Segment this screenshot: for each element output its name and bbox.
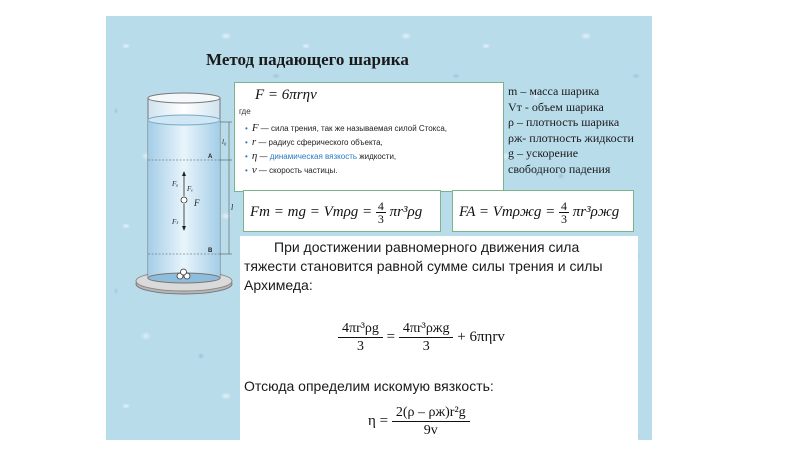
stokes-definitions: •F — сила трения, так же называемая сило… [245,121,447,177]
legend-line: ρж- плотность жидкости [508,130,634,145]
stokes-where: где [239,107,251,116]
legend-line: свободного падения [508,161,611,176]
list-item: •v — скорость частицы. [245,164,338,176]
label-l: l [231,203,234,212]
variable-legend: m – масса шарика Vт - объем шарика ρ – п… [508,84,652,177]
ball [180,196,188,204]
stokes-law-box: F = 6πrηv где •F — сила трения, так же н… [234,82,504,192]
label-f: F [193,198,200,208]
viscosity-link[interactable]: динамическая вязкость [269,152,358,161]
label-b: B [208,248,213,254]
label-a: A [208,154,213,160]
cylinder-illustration: l₀ l A B Fₐ Fₑ F Fₜ [135,92,234,295]
list-item: •r — радиус сферического объекта, [245,136,383,148]
legend-line: Vт - объем шарика [508,99,604,114]
legend-line: m – масса шарика [508,84,600,98]
viscosity-text: Отсюда определим искомую вязкость: [244,378,494,394]
legend-line: ρ – плотность шарика [508,115,620,129]
label-fc: Fₑ [186,185,193,193]
legend-line: g – ускорение [508,146,579,160]
list-item: •F — сила трения, так же называемая сило… [245,122,447,134]
label-ft: Fₜ [171,218,179,226]
label-l0: l₀ [222,138,227,146]
label-fa: Fₐ [171,180,178,188]
slide: Метод падающего шарика l₀ [106,16,652,440]
list-item: •η — динамическая вязкость жидкости, [245,150,397,162]
main-derivation-box: При достижении равномерного движения сил… [240,236,638,440]
stokes-formula: F = 6πrηv [255,87,317,103]
equilibrium-text: При достижении равномерного движения сил… [244,239,603,293]
slide-title: Метод падающего шарика [206,50,409,69]
